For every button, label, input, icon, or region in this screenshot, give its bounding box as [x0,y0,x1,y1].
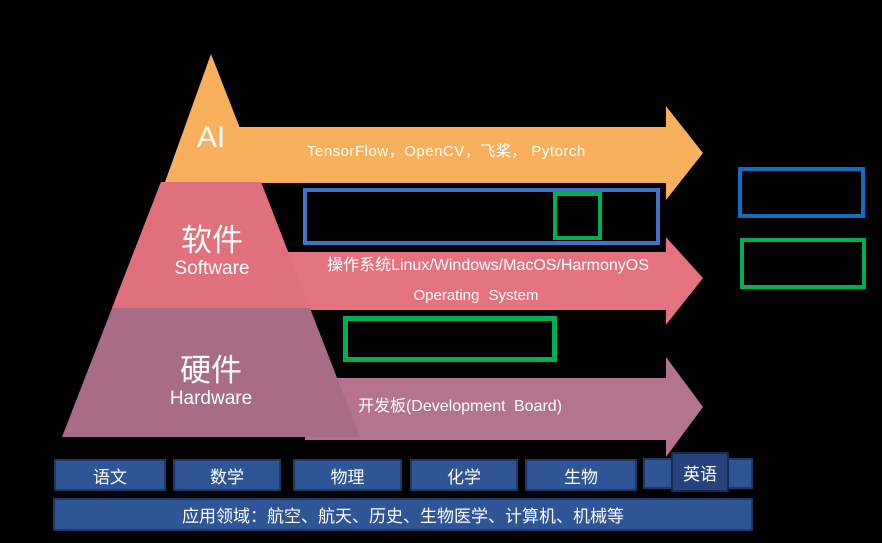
subject-label-biology: 生物 [564,467,598,487]
development-board-caption: 开发板(Development Board) [357,398,563,415]
annotation-box-green-right [740,238,866,289]
pyramid-layer-hardware [62,308,360,437]
hardware-layer-label: 硬件 [180,353,242,388]
annotation-box-blue-software [303,188,660,245]
application-domains-label: 应用领域：航空、航天、历史、生物医学、计算机、机械等 [182,507,624,526]
subject-box-english: 英语 [671,452,729,492]
annotation-box-blue-right [738,167,865,218]
subject-label-chinese: 语文 [93,467,127,487]
ai-frameworks-caption: TensorFlow，OpenCV，飞桨， Pytorch [307,143,586,160]
pyramid-layer-ai [165,54,261,182]
software-layer-sublabel: Software [174,258,250,279]
subject-box-biology: 生物 [525,459,637,491]
hardware-layer-sublabel: Hardware [169,388,253,409]
software-layer-label: 软件 [181,223,243,258]
subject-label-chemistry: 化学 [447,467,481,487]
subject-label-math: 数学 [210,467,244,487]
ai-layer-label: AI [196,121,226,154]
subject-box-chinese: 语文 [54,459,166,491]
application-domains-bar: 应用领域：航空、航天、历史、生物医学、计算机、机械等 [53,498,753,531]
operating-system-caption-cn: 操作系统Linux/Windows/MacOS/HarmonyOS [327,257,649,274]
operating-system-caption-en: Operating System [413,287,539,304]
annotation-box-green-hardware [343,316,557,362]
subject-box-physics: 物理 [293,459,402,491]
subject-box-chemistry: 化学 [410,459,518,491]
software-arrow-shape [250,237,703,325]
subject-label-physics: 物理 [330,467,365,487]
annotation-box-green-inner [553,192,602,240]
subject-label-english: 英语 [683,464,717,484]
subject-box-math: 数学 [173,459,281,491]
